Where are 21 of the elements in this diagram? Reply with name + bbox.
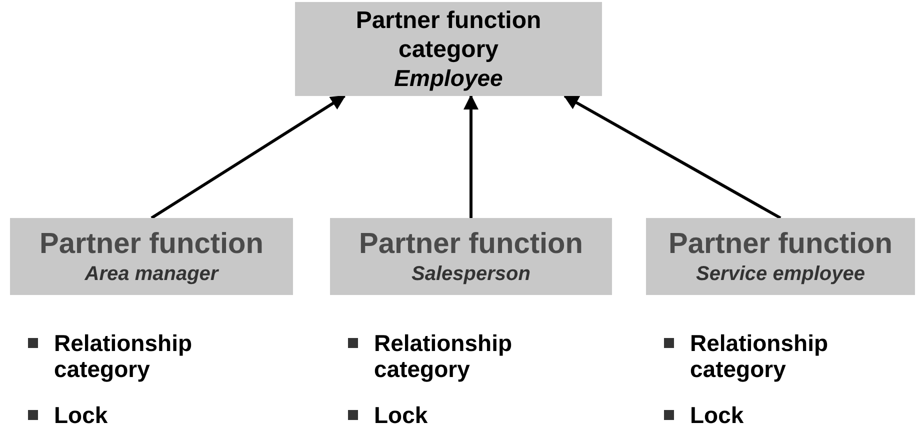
bullet-item: Relationship category [660,330,910,382]
bullet-item: Relationship category [24,330,274,382]
box-subtitle: Salesperson [412,262,530,286]
arrow [563,94,782,220]
box-subtitle: Service employee [696,262,865,286]
bullet-item: Lock [24,402,274,428]
box-title: Partner function [40,226,264,260]
box-subtitle: Employee [394,64,503,92]
box-subtitle: Area manager [84,262,218,286]
category-box [646,218,915,295]
bullet-item: Lock [660,402,910,428]
box-title: Partner function category [354,6,542,64]
arrow [464,94,478,218]
bullet-item: Relationship category [344,330,594,382]
arrow [150,94,346,220]
category-box [330,218,612,295]
category-box [295,2,602,96]
box-title: Partner function [668,226,892,260]
category-box [10,218,293,295]
box-title: Partner function [359,226,583,260]
bullet-item: Lock [344,402,594,428]
